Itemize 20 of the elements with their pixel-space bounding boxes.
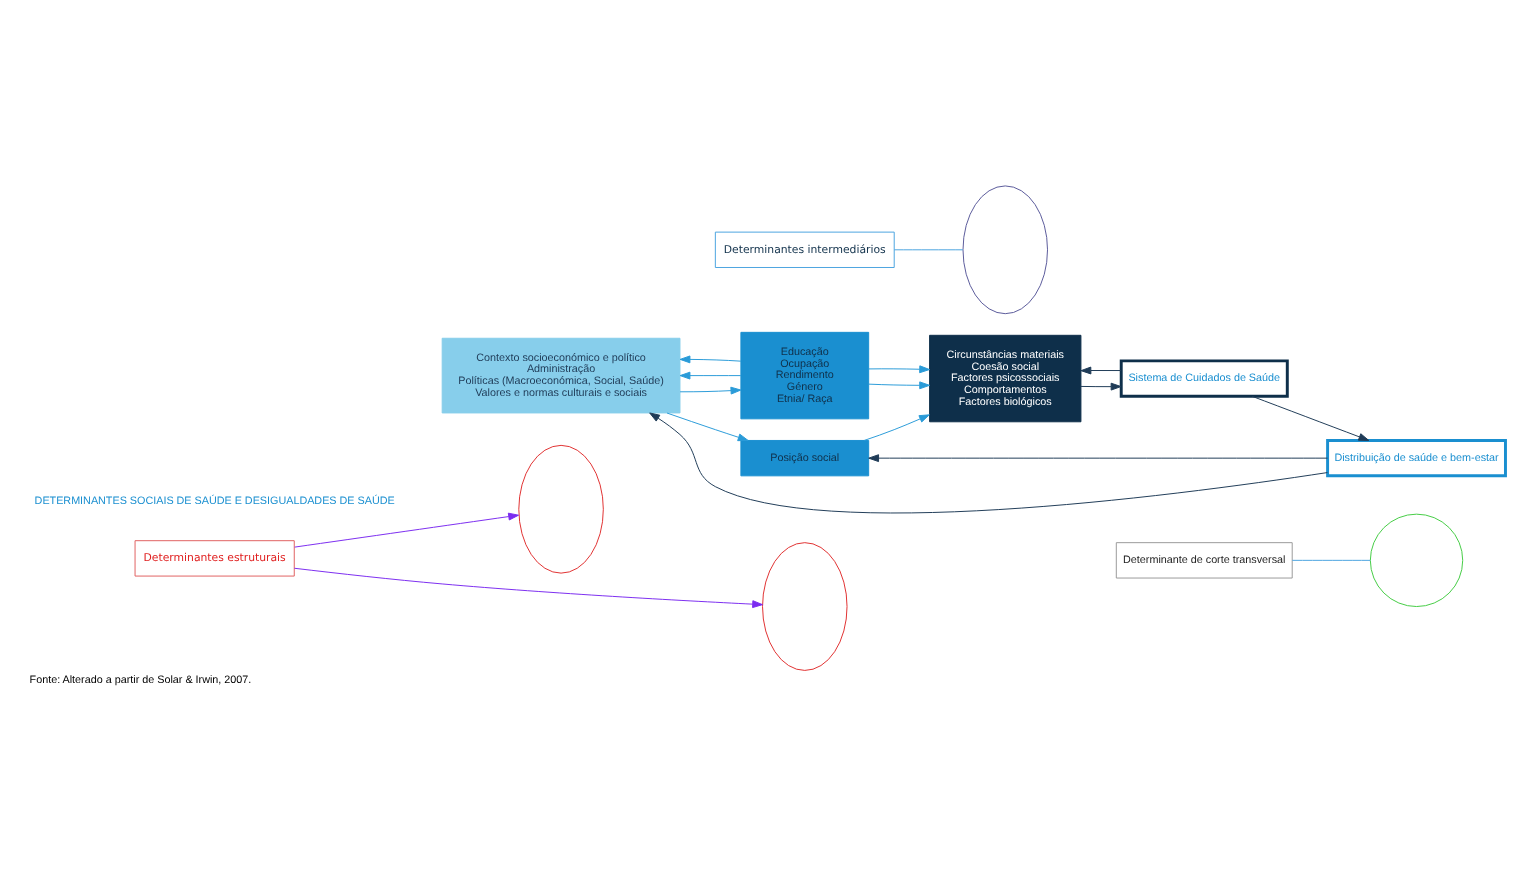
arrow [1080, 365, 1122, 374]
arrow [863, 413, 930, 440]
arrow [293, 566, 764, 608]
node-ellipse [518, 443, 604, 573]
arrow [666, 411, 749, 441]
arrow [1080, 381, 1122, 390]
node-ellipse [962, 184, 1048, 314]
connector [893, 248, 964, 250]
node-ellipse [762, 541, 848, 670]
arrow [868, 364, 931, 373]
arrow [679, 370, 742, 379]
arrow [294, 511, 519, 547]
arrow [679, 385, 742, 394]
arrow [868, 380, 931, 389]
connector [1291, 558, 1371, 560]
arrow [649, 411, 1328, 513]
node-circle [1369, 512, 1464, 607]
arrow [679, 354, 742, 363]
arrow [868, 453, 1328, 462]
arrow [1251, 394, 1370, 440]
